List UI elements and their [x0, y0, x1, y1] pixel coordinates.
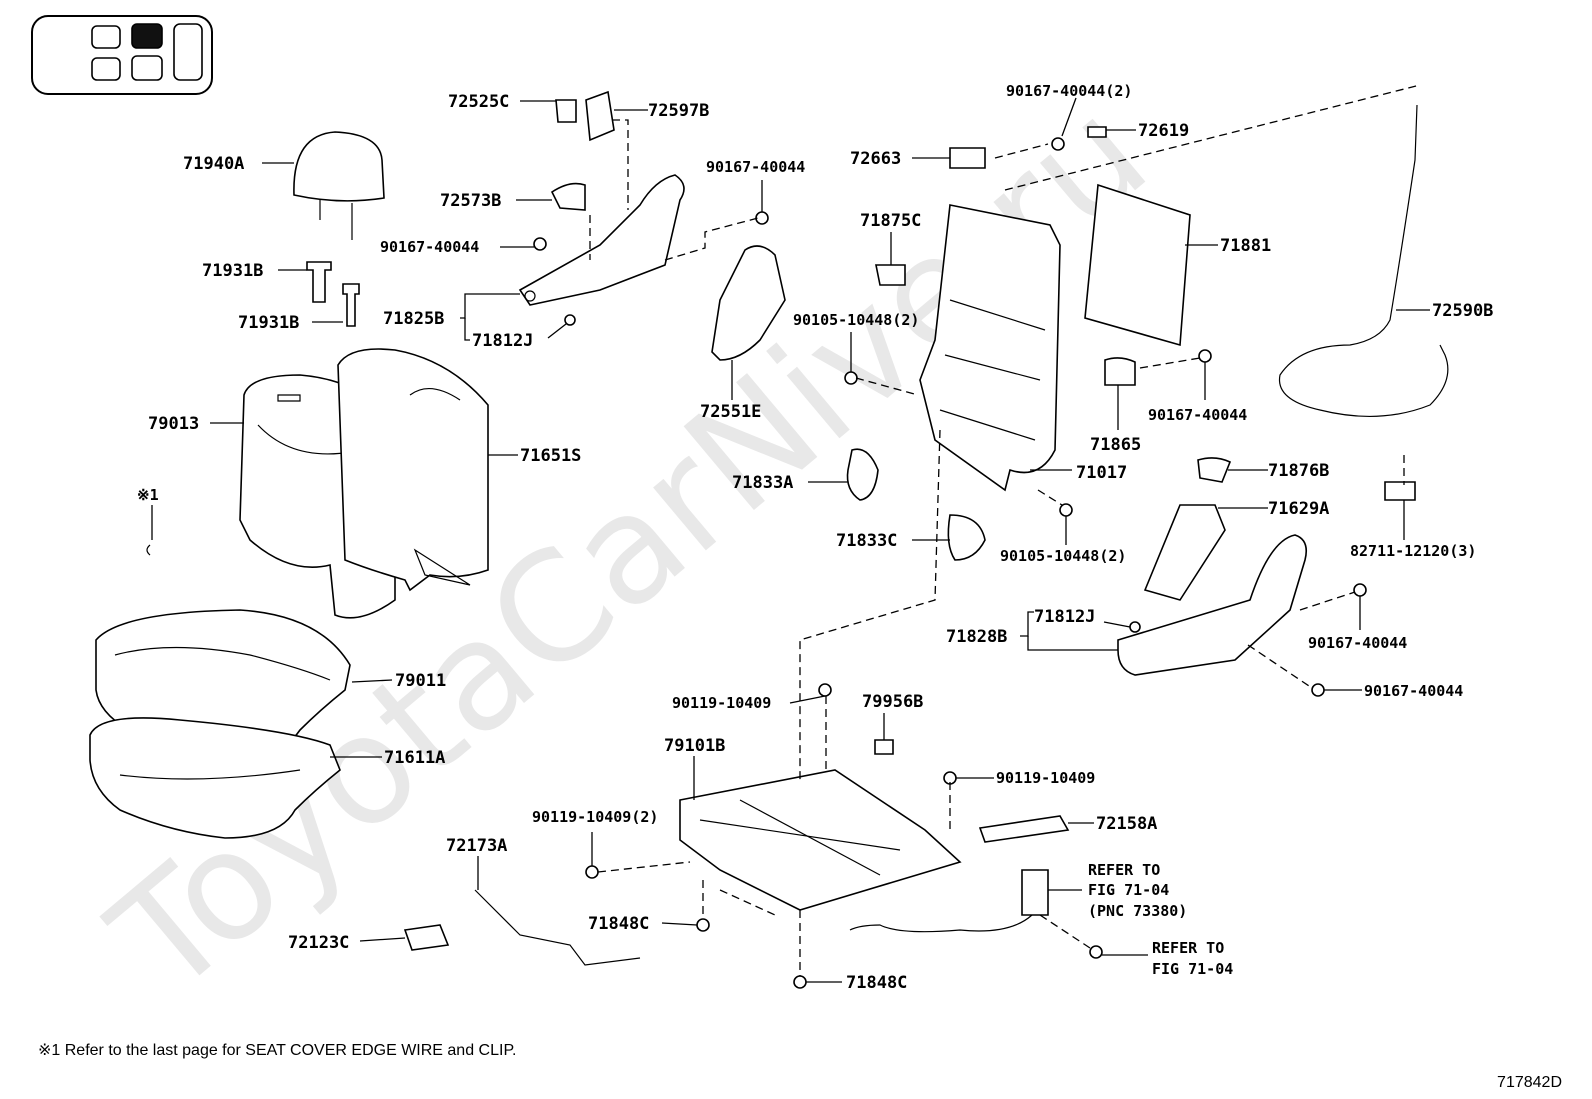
headrest-71940A — [293, 131, 385, 240]
seat-track-79101B — [679, 769, 962, 911]
label-72173A: 72173A — [446, 836, 507, 856]
hinge-cover-71825B — [518, 174, 685, 306]
label-71825B: 71825B — [383, 309, 444, 329]
seat-belt-buckle — [849, 869, 1049, 933]
seat-back-frame-71017 — [919, 204, 1061, 492]
label-71828B: 71828B — [946, 627, 1007, 647]
label-72619: 72619 — [1138, 121, 1189, 141]
label-refer1-line3: (PNC 73380) — [1088, 902, 1187, 920]
knob-72573B — [550, 182, 586, 211]
leader-lines — [151, 97, 1430, 983]
label-71940A: 71940A — [183, 154, 244, 174]
label-90105-10448-2-a: 90105-10448(2) — [793, 311, 919, 329]
label-90119-10409-a: 90119-10409 — [672, 694, 771, 712]
footnote: ※1 Refer to the last page for SEAT COVER… — [38, 1042, 517, 1059]
label-90167-40044-b: 90167-40044 — [706, 158, 805, 176]
clip-72123C — [403, 924, 450, 951]
label-refer2-line1: REFER TO — [1152, 939, 1224, 957]
wire-72173A — [474, 889, 641, 966]
label-79013: 79013 — [148, 414, 199, 434]
label-72551E: 72551E — [700, 402, 761, 422]
label-90119-10409-2: 90119-10409(2) — [532, 808, 658, 826]
diagram-code: 717842D — [1497, 1074, 1562, 1091]
label-90167-40044-d: 90167-40044 — [1308, 634, 1407, 652]
seat-layout-icon — [31, 15, 213, 95]
bracket-79956B — [874, 739, 894, 755]
clip-72619 — [1087, 126, 1107, 138]
label-71931B-a: 71931B — [202, 261, 263, 281]
cover-72158A — [978, 815, 1070, 843]
headrest-guide-71931B — [306, 261, 360, 327]
cover-71876B — [1197, 457, 1232, 483]
edge-clip — [146, 544, 151, 556]
label-71931B-b: 71931B — [238, 313, 299, 333]
label-82711-12120-3: 82711-12120(3) — [1350, 542, 1476, 560]
label-71812J-b: 71812J — [1034, 607, 1095, 627]
assembly-lines — [589, 84, 1421, 976]
label-72123C: 72123C — [288, 933, 349, 953]
seat-cushion-pad-71611A — [89, 717, 341, 839]
label-79101B: 79101B — [664, 736, 725, 756]
label-note-mark: ※1 — [137, 486, 159, 504]
label-90167-40044-a: 90167-40044 — [380, 238, 479, 256]
knob-72525C — [555, 99, 577, 123]
label-72158A: 72158A — [1096, 814, 1157, 834]
label-90167-40044-c: 90167-40044 — [1148, 406, 1247, 424]
label-71812J-a: 71812J — [472, 331, 533, 351]
label-71611A: 71611A — [384, 748, 445, 768]
label-71865: 71865 — [1090, 435, 1141, 455]
cover-72551E — [711, 245, 786, 361]
label-71848C-b: 71848C — [846, 973, 907, 993]
label-72525C: 72525C — [448, 92, 509, 112]
label-71017: 71017 — [1076, 463, 1127, 483]
label-90119-10409-b: 90119-10409 — [996, 769, 1095, 787]
bracket-71833C — [947, 514, 986, 561]
label-72597B: 72597B — [648, 101, 709, 121]
clip-82711 — [1384, 481, 1416, 501]
label-71848C-a: 71848C — [588, 914, 649, 934]
label-72573B: 72573B — [440, 191, 501, 211]
cover-71629A — [1143, 504, 1226, 601]
label-79956B: 79956B — [862, 692, 923, 712]
label-71651S: 71651S — [520, 446, 581, 466]
strap-71865 — [1104, 357, 1136, 386]
label-90105-10448-2-b: 90105-10448(2) — [1000, 547, 1126, 565]
label-refer2-line2: FIG 71-04 — [1152, 960, 1233, 978]
label-71881: 71881 — [1220, 236, 1271, 256]
label-72590B: 72590B — [1432, 301, 1493, 321]
label-90167-40044-2: 90167-40044(2) — [1006, 82, 1132, 100]
label-71875C: 71875C — [860, 211, 921, 231]
label-71629A: 71629A — [1268, 499, 1329, 519]
lock-72663 — [949, 147, 986, 169]
label-79011: 79011 — [395, 671, 446, 691]
label-71833C: 71833C — [836, 531, 897, 551]
knob-72597B — [585, 90, 615, 142]
label-71876B: 71876B — [1268, 461, 1329, 481]
label-refer1-line1: REFER TO — [1088, 861, 1160, 879]
label-90167-40044-e: 90167-40044 — [1364, 682, 1463, 700]
label-71833A: 71833A — [732, 473, 793, 493]
cable-72590B — [1278, 104, 1449, 418]
bracket-71833A — [846, 448, 879, 501]
bolts — [533, 137, 1367, 989]
hinge-cover-71828B — [1117, 534, 1308, 676]
bracket-71875C — [875, 264, 906, 286]
label-72663: 72663 — [850, 149, 901, 169]
part-labels: 72525C 72597B 71940A 72573B 90167-40044 … — [137, 82, 1493, 993]
seat-back-pad-71651S — [337, 348, 489, 592]
label-refer1-line2: FIG 71-04 — [1088, 881, 1169, 899]
board-71881 — [1084, 183, 1191, 347]
